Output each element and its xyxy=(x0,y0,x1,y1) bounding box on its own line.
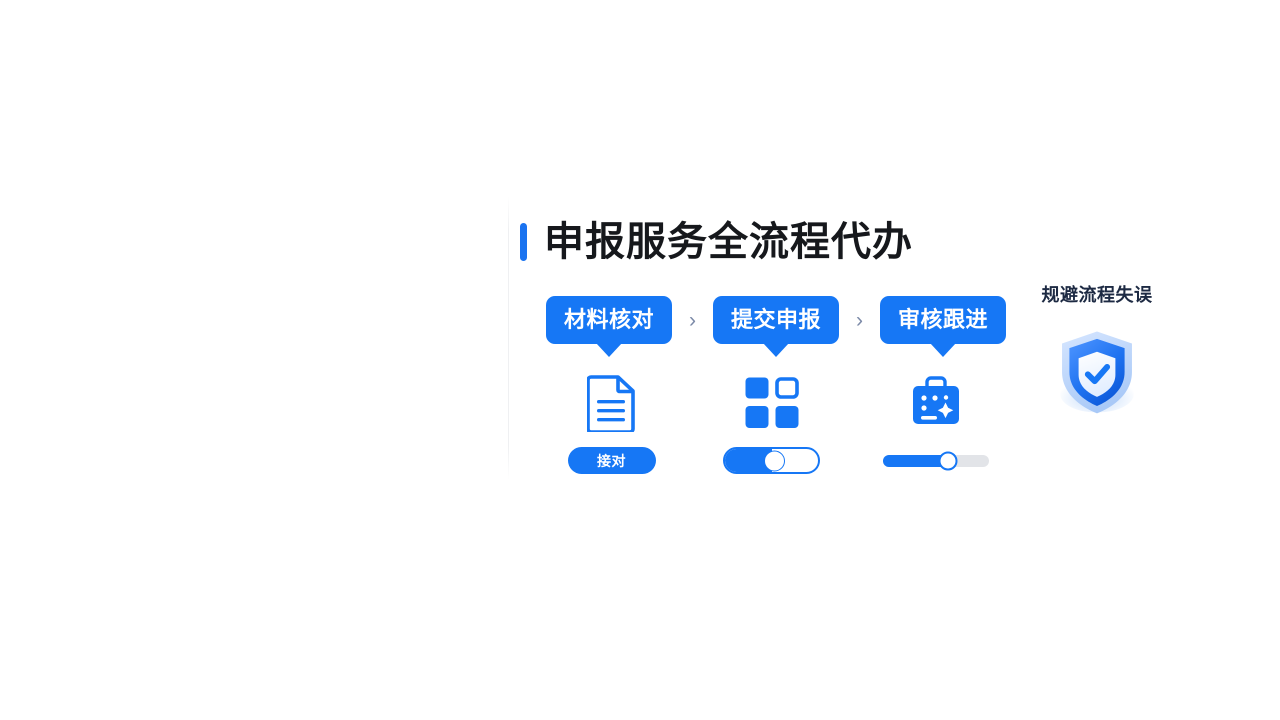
step-icon-cell-2 xyxy=(695,368,848,438)
control-cell-3 xyxy=(870,451,1001,470)
step-icon-cell-3 xyxy=(870,368,1001,438)
status-toggle[interactable] xyxy=(723,447,820,474)
progress-slider[interactable] xyxy=(882,451,989,470)
process-steps: 材料核对 › 提交申报 › 审核跟进 xyxy=(546,296,1007,344)
step-badge-review-followup[interactable]: 审核跟进 xyxy=(880,296,1007,344)
control-cell-1: 接对 xyxy=(546,447,677,474)
document-icon xyxy=(586,375,635,432)
chevron-right-icon: › xyxy=(689,308,697,332)
step-icons-row xyxy=(546,368,1001,438)
page-title-row: 申报服务全流程代办 xyxy=(520,222,913,262)
title-accent-bar xyxy=(520,223,527,261)
step-label: 审核跟进 xyxy=(898,307,989,332)
slider-track-fill xyxy=(882,454,949,467)
step-label: 提交申报 xyxy=(731,307,822,332)
grid-squares-icon xyxy=(745,377,799,428)
connect-button[interactable]: 接对 xyxy=(567,447,656,474)
slider-handle[interactable] xyxy=(938,451,958,470)
toggle-knob[interactable] xyxy=(764,450,786,471)
step-badge-material-check[interactable]: 材料核对 xyxy=(546,296,673,344)
shield-check-icon xyxy=(1060,331,1134,414)
step-badge-submit-application[interactable]: 提交申报 xyxy=(713,296,840,344)
feature-block: 规避流程失误 xyxy=(1022,286,1172,418)
step-label: 材料核对 xyxy=(564,307,655,332)
feature-label: 规避流程失误 xyxy=(1041,285,1153,305)
toggle-fill xyxy=(725,449,772,472)
toolbox-icon xyxy=(912,376,959,424)
control-cell-2 xyxy=(695,447,848,474)
chevron-right-icon: › xyxy=(856,308,864,332)
panel-left-edge xyxy=(508,196,509,480)
page-title: 申报服务全流程代办 xyxy=(544,220,913,264)
step-icon-cell-1 xyxy=(546,368,677,438)
controls-row: 接对 xyxy=(546,447,1001,474)
